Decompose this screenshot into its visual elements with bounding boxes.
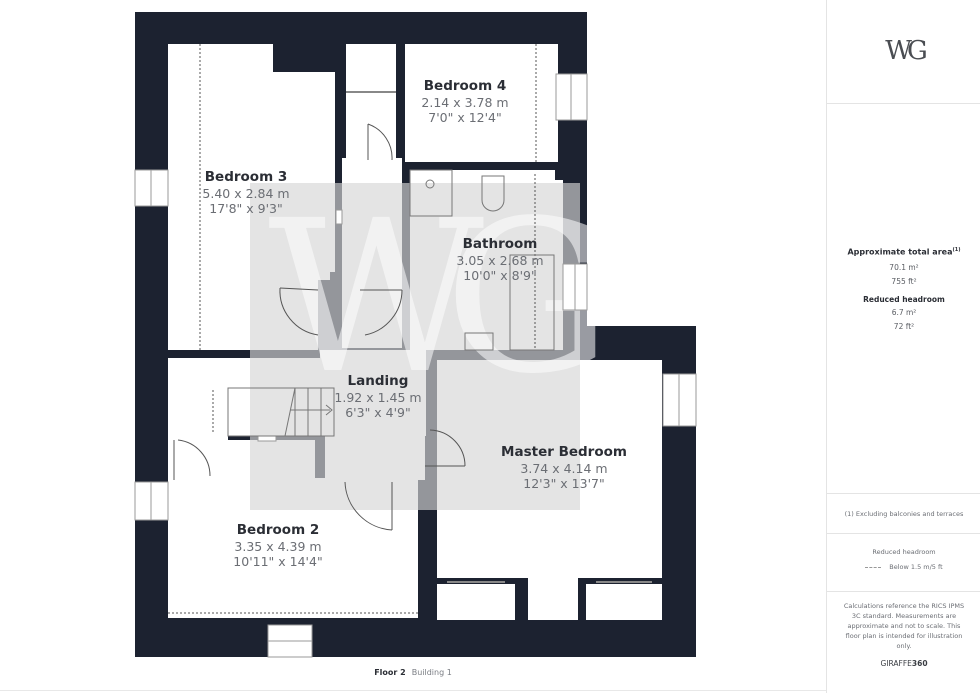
legend-item-text: Below 1.5 m/5 ft: [889, 563, 943, 571]
floor-caption: Floor 2 Building 1: [0, 668, 826, 677]
room-name: Landing: [347, 373, 409, 389]
dotted-line-icon: [865, 566, 882, 568]
footnote-text: (1) Excluding balconies and terraces: [844, 510, 964, 518]
brand-logo: WG: [885, 36, 928, 66]
floor-label: Floor 2: [374, 668, 406, 677]
info-sidebar: WG Approximate total area(1) 70.1 m² 755…: [826, 0, 980, 693]
reduced-headroom-title: Reduced headroom: [863, 294, 945, 304]
room-dim-imperial: 7'0" x 12'4": [428, 110, 502, 125]
area-title-text: Approximate total area: [847, 247, 953, 257]
watermark-logo: WG: [268, 175, 596, 420]
legend-title: Reduced headroom: [872, 548, 936, 556]
footnote-mark: (1): [952, 247, 961, 253]
giraffe360-brand: GIRAFFE360: [827, 659, 980, 668]
closet-rails: [346, 91, 652, 583]
legend-item: Below 1.5 m/5 ft: [827, 562, 980, 572]
doors: [173, 123, 466, 531]
room-dim-imperial: 6'3" x 4'9": [345, 405, 411, 420]
room-name: Bedroom 3: [204, 169, 288, 185]
bathroom-fixtures: [409, 169, 555, 351]
disclaimer-cell: Calculations reference the RICS IPMS 3C …: [827, 591, 980, 689]
room-bedroom-2: Bedroom 2 3.35 x 4.39 m 10'11" x 14'4": [233, 522, 322, 569]
building-label: Building 1: [411, 668, 452, 677]
logo-cell: WG: [827, 0, 980, 104]
brand-bold: 360: [911, 659, 928, 668]
stairs: [227, 387, 335, 437]
room-dim-metric: 3.74 x 4.14 m: [520, 461, 608, 476]
room-bedroom-4: Bedroom 4 2.14 x 3.78 m 7'0" x 12'4": [421, 78, 508, 125]
area-title: Approximate total area(1): [827, 247, 980, 257]
brand-light: GIRAFFE: [880, 659, 912, 668]
room-dim-imperial: 17'8" x 9'3": [209, 201, 283, 216]
floor-plan-drawing: WG: [134, 12, 697, 658]
reduced-m2: 6.7 m²: [891, 307, 917, 317]
room-dim-imperial: 10'11" x 14'4": [233, 554, 323, 569]
room-dim-metric: 5.40 x 2.84 m: [202, 186, 290, 201]
room-landing: Landing 1.92 x 1.45 m 6'3" x 4'9": [334, 373, 421, 420]
headroom-lines: [168, 44, 537, 614]
room-dim-metric: 1.92 x 1.45 m: [334, 390, 422, 405]
area-m2: 70.1 m²: [889, 262, 919, 272]
room-bedroom-3: Bedroom 3 5.40 x 2.84 m 17'8" x 9'3": [202, 169, 289, 216]
room-dim-metric: 3.35 x 4.39 m: [234, 539, 322, 554]
room-bathroom: Bathroom 3.05 x 2.68 m 10'0" x 8'9": [456, 236, 543, 283]
floor-plan: WG: [134, 12, 697, 658]
disclaimer-text: Calculations reference the RICS IPMS 3C …: [843, 602, 965, 650]
legend-cell: Reduced headroom Below 1.5 m/5 ft: [827, 533, 980, 592]
room-dim-metric: 2.14 x 3.78 m: [421, 95, 509, 110]
room-name: Bathroom: [462, 236, 538, 252]
room-name: Bedroom 4: [423, 78, 507, 94]
watermark-panel: [250, 183, 580, 510]
room-name: Bedroom 2: [236, 522, 320, 538]
room-dim-imperial: 12'3" x 13'7": [523, 476, 605, 491]
reduced-ft2: 72 ft²: [893, 321, 915, 331]
area-ft2: 755 ft²: [891, 276, 917, 286]
room-dim-imperial: 10'0" x 8'9": [463, 268, 537, 283]
divider: [0, 690, 826, 691]
windows: [134, 73, 697, 658]
room-dim-metric: 3.05 x 2.68 m: [456, 253, 544, 268]
area-cell: Approximate total area(1) 70.1 m² 755 ft…: [827, 103, 980, 494]
footnote-cell: (1) Excluding balconies and terraces: [827, 493, 980, 534]
room-master-bedroom: Master Bedroom 3.74 x 4.14 m 12'3" x 13'…: [501, 444, 627, 491]
room-name: Master Bedroom: [501, 444, 627, 460]
